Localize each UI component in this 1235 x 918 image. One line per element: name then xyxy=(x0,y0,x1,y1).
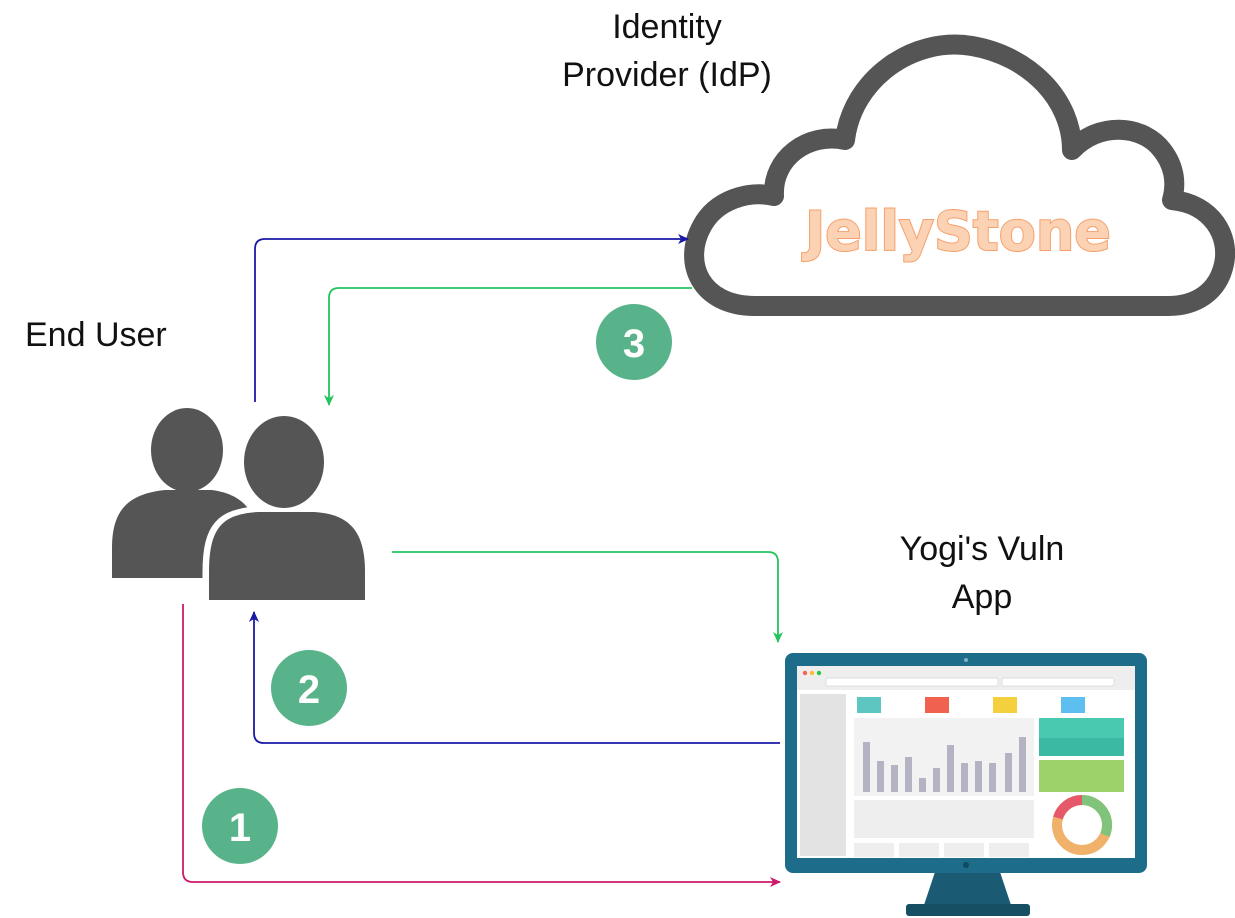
app-label-line2: App xyxy=(952,578,1013,616)
donut-chart-icon xyxy=(1052,794,1113,855)
step-1-badge: 1 xyxy=(202,788,278,864)
brand-wordmark: JellyStone xyxy=(801,200,1111,263)
monitor-icon xyxy=(785,653,1147,916)
step-1-number: 1 xyxy=(229,806,251,850)
app-label-line1: Yogi's Vuln xyxy=(900,530,1065,568)
idp-label-line2: Provider (IdP) xyxy=(562,56,772,94)
step-2-number: 2 xyxy=(298,668,320,712)
step-3-number: 3 xyxy=(623,322,645,366)
end-user-label: End User xyxy=(25,316,167,354)
arrow-user-to-app-assertion xyxy=(392,551,783,643)
arrow-step-2-app-to-user xyxy=(249,611,780,744)
idp-label-line1: Identity xyxy=(612,8,722,46)
arrow-step-1-user-to-app xyxy=(182,604,781,887)
step-2-badge: 2 xyxy=(271,650,347,726)
arrow-user-to-idp xyxy=(254,234,689,402)
arrow-step-3-idp-to-user xyxy=(324,287,692,406)
users-icon xyxy=(112,408,372,606)
cloud-icon xyxy=(684,34,1235,316)
step-3-badge: 3 xyxy=(596,304,672,380)
